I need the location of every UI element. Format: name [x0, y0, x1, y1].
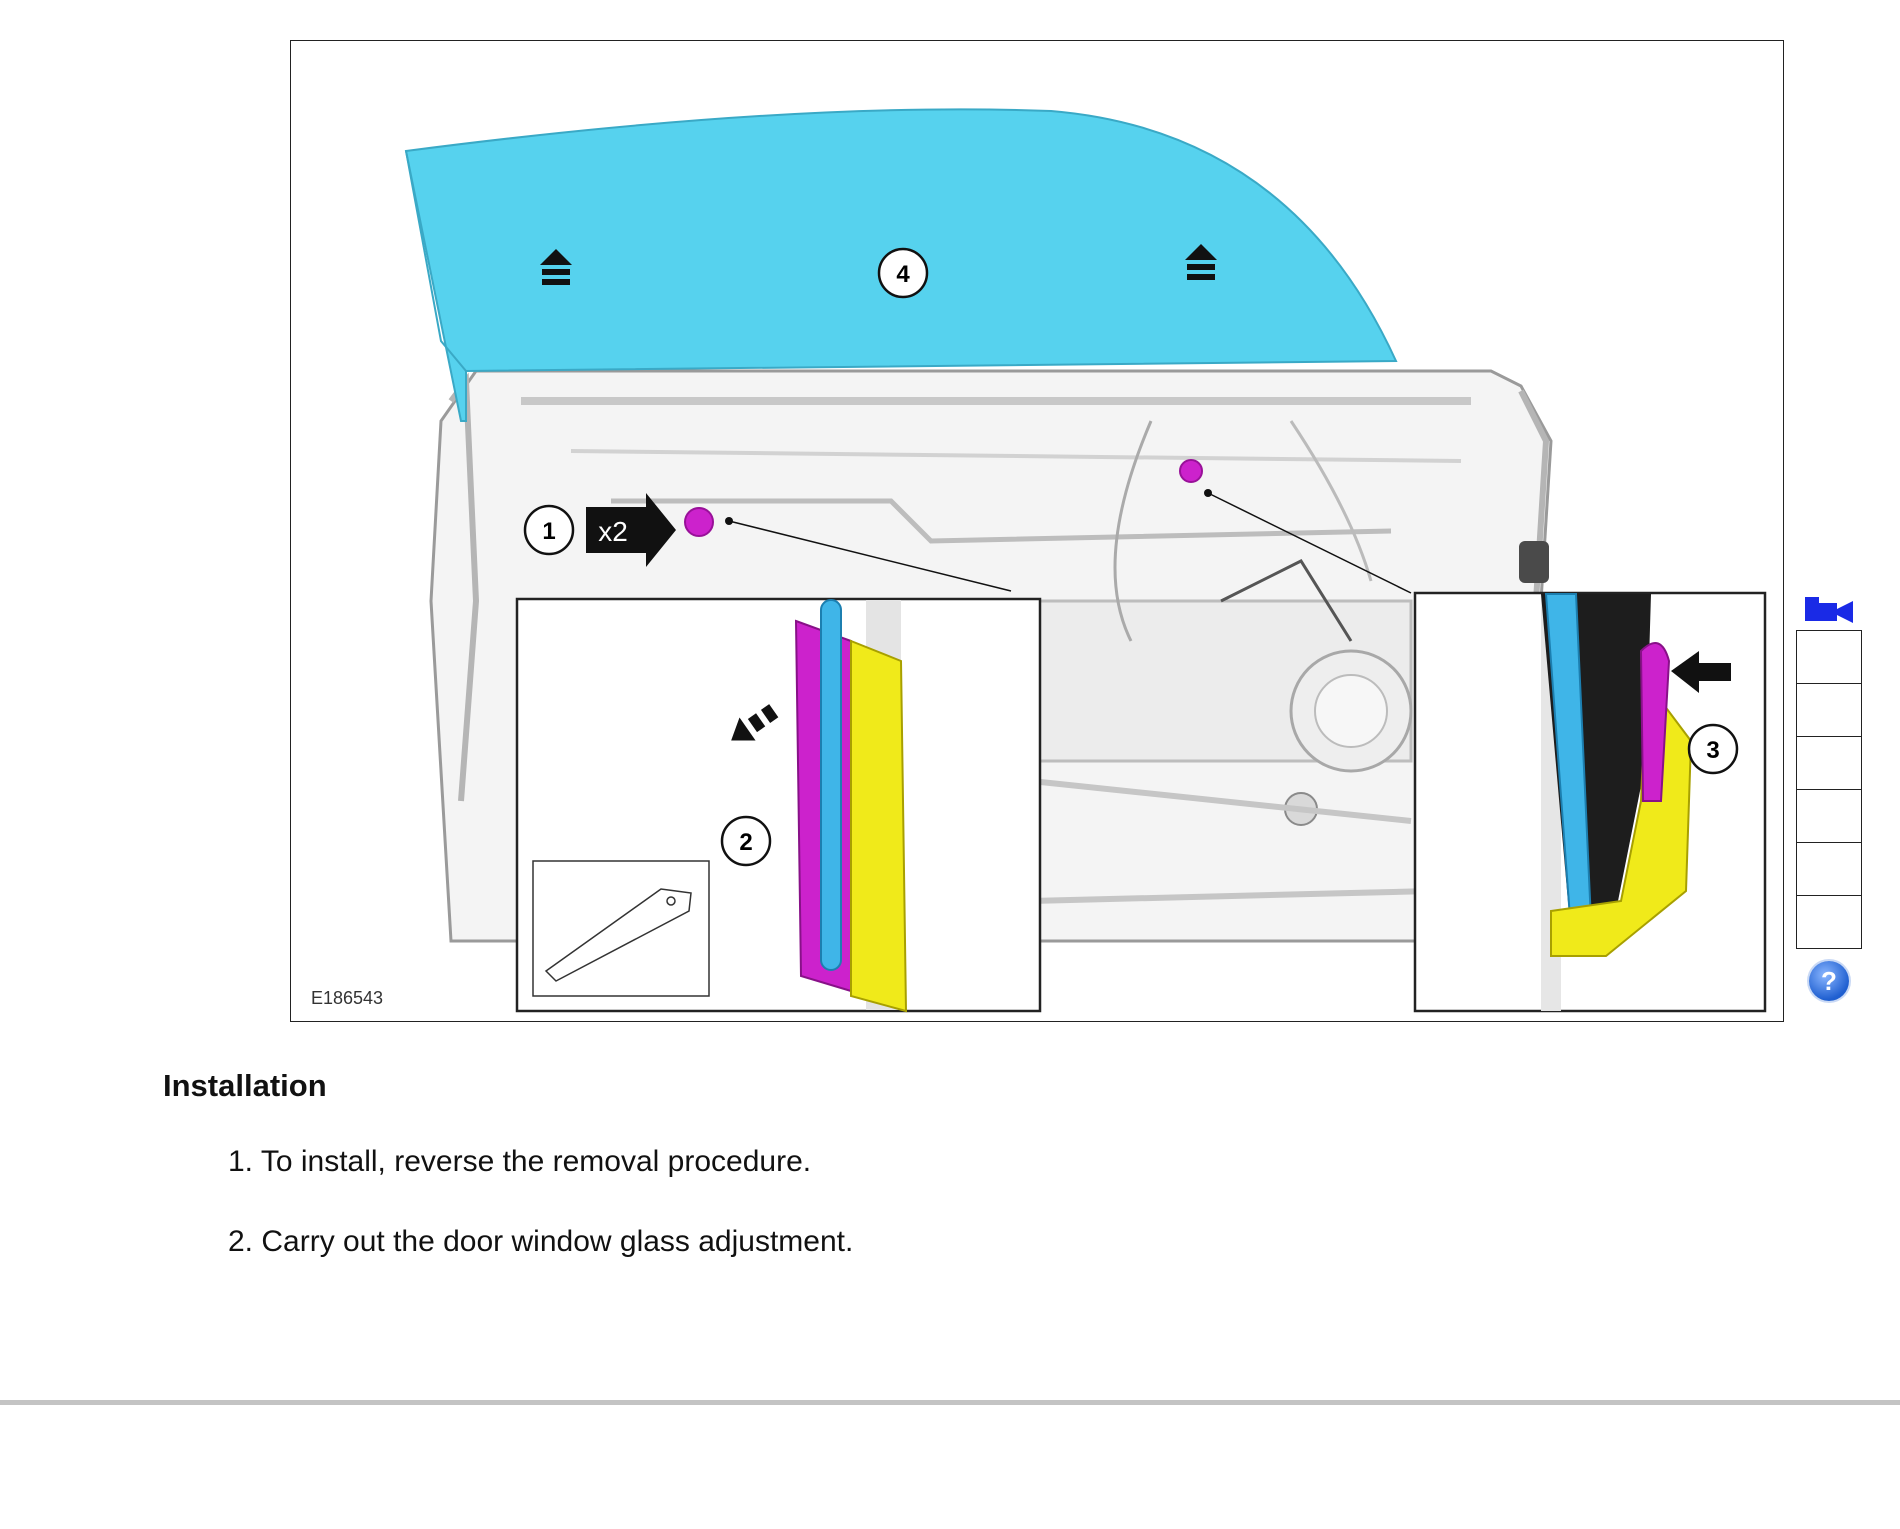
lift-arrow-icon: [540, 249, 572, 285]
door-glass-diagram: 4 1 x2: [404, 108, 1767, 1013]
procedure-illustration: 4 1 x2: [290, 40, 1784, 1022]
callout-3: 3: [1687, 723, 1739, 775]
glass-clip: [1639, 642, 1671, 802]
toolbar-cell[interactable]: [1797, 843, 1861, 896]
svg-text:x2: x2: [598, 516, 628, 547]
toolbar-cell[interactable]: [1797, 684, 1861, 737]
step-text: Carry out the door window glass adjustme…: [261, 1225, 854, 1258]
inset-clip-release: 2: [515, 597, 1042, 1013]
toolbar-cell[interactable]: [1797, 631, 1861, 684]
svg-text:4: 4: [896, 261, 910, 288]
inset-clip-removal: 3: [1413, 591, 1767, 1013]
page-divider: [0, 1400, 1900, 1405]
callout-1: 1: [523, 504, 575, 556]
callout-4: 4: [877, 247, 929, 299]
svg-text:1: 1: [542, 518, 555, 545]
pry-direction-arrow-icon: [731, 704, 779, 741]
section-title: Installation: [163, 1068, 327, 1103]
window-bracket: [850, 639, 908, 1013]
lift-arrow-icon: [1185, 244, 1217, 280]
step-number: 2.: [228, 1225, 254, 1258]
quantity-arrow: x2: [586, 493, 676, 567]
media-toolbar: ?: [1796, 590, 1862, 1001]
trim-tool-inset: [532, 860, 710, 997]
glass-clip-rear: [1179, 459, 1203, 483]
svg-text:2: 2: [739, 829, 752, 856]
toolbar-cell[interactable]: [1797, 737, 1861, 790]
push-arrow-icon: [1671, 651, 1731, 693]
help-icon[interactable]: ?: [1809, 961, 1849, 1001]
callout-2: 2: [720, 815, 772, 867]
toolbar-cell[interactable]: [1797, 790, 1861, 843]
svg-text:3: 3: [1706, 737, 1719, 764]
step-item: 1. To install, reverse the removal proce…: [228, 1145, 853, 1185]
toolbar-cell[interactable]: [1797, 896, 1861, 949]
installation-steps: 1. To install, reverse the removal proce…: [228, 1145, 853, 1305]
video-camera-icon[interactable]: [1796, 590, 1862, 630]
step-number: 1.: [228, 1145, 254, 1178]
glass-clip-front: [684, 507, 714, 537]
toolbar-cells: [1796, 630, 1862, 949]
figure-id: E186543: [311, 988, 384, 1008]
step-text: To install, reverse the removal procedur…: [260, 1145, 812, 1178]
step-item: 2. Carry out the door window glass adjus…: [228, 1225, 853, 1265]
